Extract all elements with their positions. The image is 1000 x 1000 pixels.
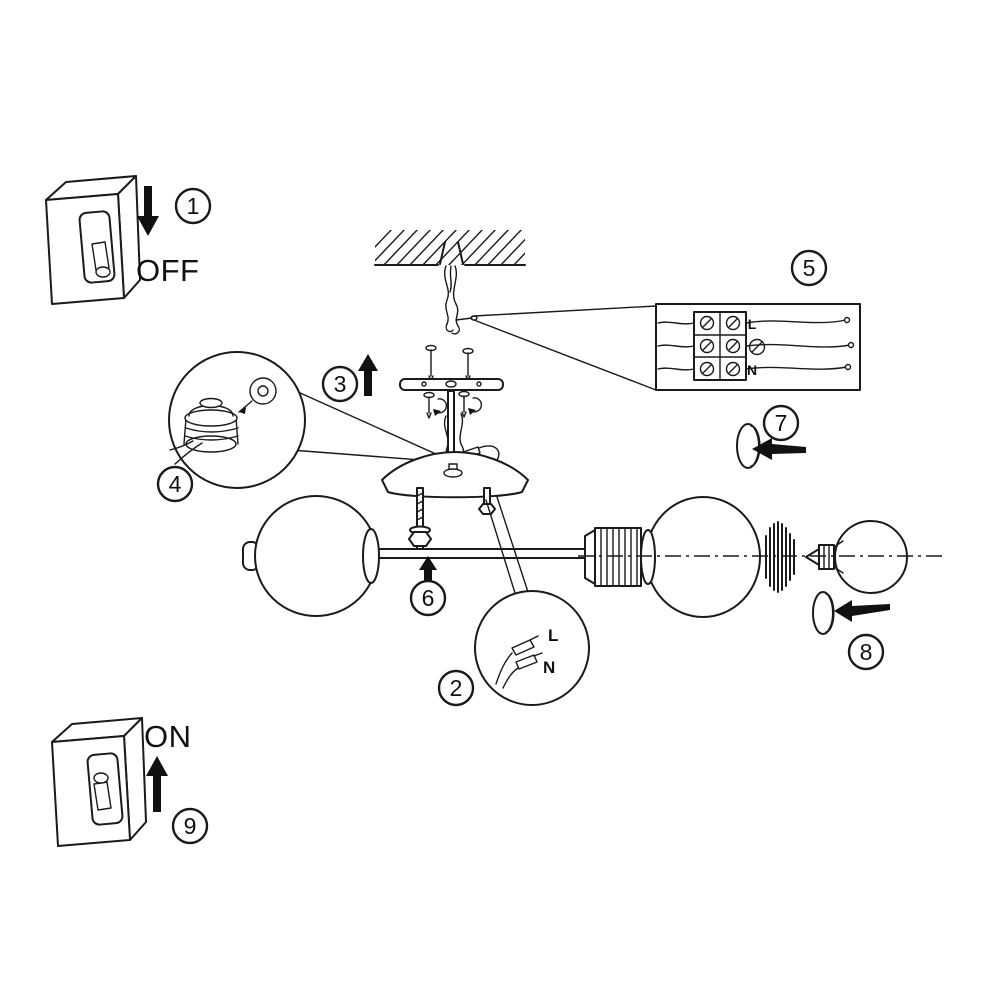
switch-on-caption: ON	[144, 719, 192, 754]
step-4-badge: 4	[156, 465, 194, 503]
shade-ring-8	[812, 591, 835, 635]
step-6-badge: 6	[409, 579, 447, 617]
step-8-badge: 8	[847, 633, 885, 671]
step-3-badge: 3	[321, 365, 359, 403]
fixture-arm	[369, 548, 593, 559]
ceiling-hatch	[374, 230, 526, 266]
step-4-number: 4	[169, 471, 182, 497]
light-bulb	[805, 520, 908, 594]
left-arrow-icon-step7	[752, 438, 806, 460]
callout-gland	[290, 391, 448, 463]
terminal-line-label: L	[748, 316, 757, 332]
step-3-number: 3	[334, 371, 347, 397]
callout-terminal	[473, 305, 657, 391]
wire-neutral-label: N	[543, 658, 555, 677]
step-9-number: 9	[184, 813, 197, 839]
step-5-number: 5	[803, 255, 816, 281]
terminal-neutral-label: N	[747, 362, 757, 378]
terminal-detail-box: L N	[655, 303, 861, 391]
wall-switch-off	[45, 175, 141, 305]
terminal-wires	[657, 316, 855, 371]
threaded-collar	[765, 521, 795, 593]
wire-detail-circle: L N	[474, 590, 590, 706]
leader-wire-detail	[485, 496, 529, 594]
step-6-number: 6	[422, 585, 435, 611]
shade-ring-7	[736, 423, 761, 469]
step-5-badge: 5	[790, 249, 828, 287]
terminal-screws	[699, 315, 766, 377]
right-shade	[640, 496, 761, 618]
step-9-badge: 9	[171, 807, 209, 845]
ceiling-canopy	[381, 451, 529, 499]
down-arrow-icon-step1	[137, 186, 159, 236]
up-arrow-icon-step3	[358, 354, 378, 396]
wire-line-label: L	[548, 626, 558, 645]
step-1-badge: 1	[174, 187, 212, 225]
left-arrow-icon-step8	[834, 600, 890, 622]
step-8-number: 8	[860, 639, 873, 665]
mains-wires	[444, 265, 478, 335]
mounting-bracket	[399, 344, 504, 419]
switch-off-caption: OFF	[136, 253, 200, 288]
gland-detail-circle	[168, 351, 306, 489]
left-shade	[242, 495, 380, 617]
step-2-badge: 2	[437, 669, 475, 707]
step-1-number: 1	[187, 193, 200, 219]
wall-switch-on	[51, 717, 147, 847]
step-7-badge: 7	[762, 404, 800, 442]
up-arrow-icon-step9	[146, 756, 168, 812]
up-arrow-icon-step6	[419, 556, 437, 584]
step-2-number: 2	[450, 675, 463, 701]
step-7-number: 7	[775, 410, 788, 436]
lamp-socket	[584, 527, 642, 587]
